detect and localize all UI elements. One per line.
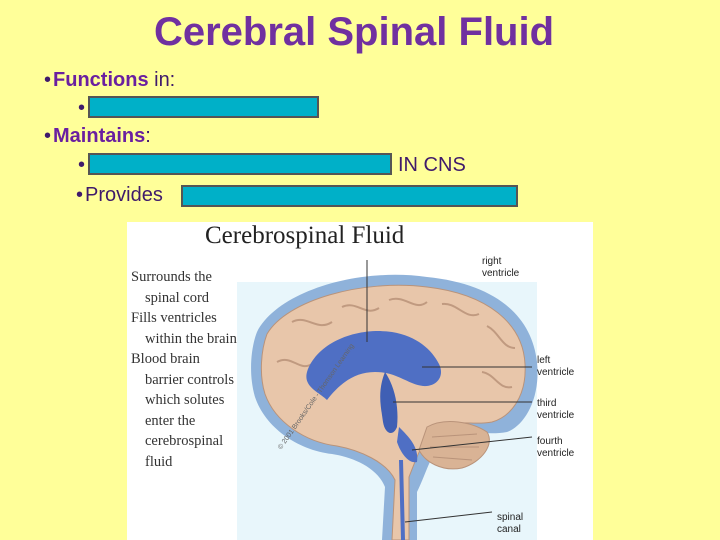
description-line: barrier controls (145, 371, 234, 388)
label-line: ventricle (537, 410, 575, 421)
description-line: which solutes (145, 392, 225, 408)
label-line: left (537, 355, 551, 366)
bullet-functions-sub: • (78, 96, 87, 120)
bullet-dot: • (78, 154, 86, 176)
figure-description: Surrounds the spinal cord Fills ventricl… (131, 267, 256, 472)
leader-fourth-ventricle (411, 436, 533, 451)
bullet-maintains: •Maintains: (44, 124, 151, 148)
label-line: canal (497, 524, 521, 535)
description-line: cerebrospinal (145, 433, 224, 449)
label-line: fourth (537, 436, 563, 447)
redacted-box-1 (88, 96, 319, 118)
bullet-dot: • (78, 97, 86, 119)
label-line: spinal (497, 512, 524, 523)
label-third-ventricle: third ventricle (537, 398, 574, 422)
label-line: ventricle (537, 448, 575, 459)
bullet-dot: • (44, 125, 52, 147)
label-line: right (482, 256, 502, 267)
label-fourth-ventricle: fourth ventricle (537, 436, 574, 460)
description-line: within the brain (145, 330, 237, 347)
label-right-ventricle: right ventricle (482, 256, 519, 280)
fourth-ventricle (397, 427, 418, 463)
functions-suffix: in: (148, 69, 176, 91)
label-line: ventricle (537, 367, 575, 378)
description-line: Fills ventricles (131, 310, 217, 326)
label-line: ventricle (482, 268, 520, 279)
description-line: enter the (145, 412, 196, 429)
redacted-box-3 (181, 185, 518, 207)
maintains-suffix: : (145, 125, 151, 147)
maintains-label: Maintains (53, 125, 146, 147)
description-line: fluid (145, 453, 173, 470)
leader-spinal-canal (404, 511, 493, 523)
page-title: Cerebral Spinal Fluid (153, 10, 555, 54)
bullet-maintains-sub: • (78, 153, 87, 177)
lateral-ventricle (306, 331, 442, 400)
provides-text: Provides (85, 184, 163, 206)
bullet-provides: •Provides (76, 183, 163, 207)
third-ventricle (380, 372, 398, 434)
spinal-canal (399, 459, 405, 540)
bullet-functions: •Functions in: (44, 68, 175, 92)
figure-title: Cerebrospinal Fluid (205, 222, 405, 249)
description-line: spinal cord (145, 289, 210, 306)
functions-label: Functions (53, 69, 149, 91)
label-spinal-canal: spinal canal (497, 512, 523, 536)
description-line: Blood brain (131, 351, 200, 367)
description-line: Surrounds the (131, 269, 212, 285)
brain-gyri (276, 297, 516, 389)
label-left-ventricle: left ventricle (537, 355, 574, 379)
bullet-dot: • (76, 184, 84, 206)
bullet-dot: • (44, 69, 52, 91)
label-line: third (537, 398, 557, 409)
redacted-box-2 (88, 153, 392, 175)
in-cns-text: IN CNS (398, 154, 466, 176)
brain-illustration (237, 260, 538, 540)
cerebrospinal-fluid-figure: Cerebrospinal Fluid Surrounds the spinal… (127, 222, 593, 540)
